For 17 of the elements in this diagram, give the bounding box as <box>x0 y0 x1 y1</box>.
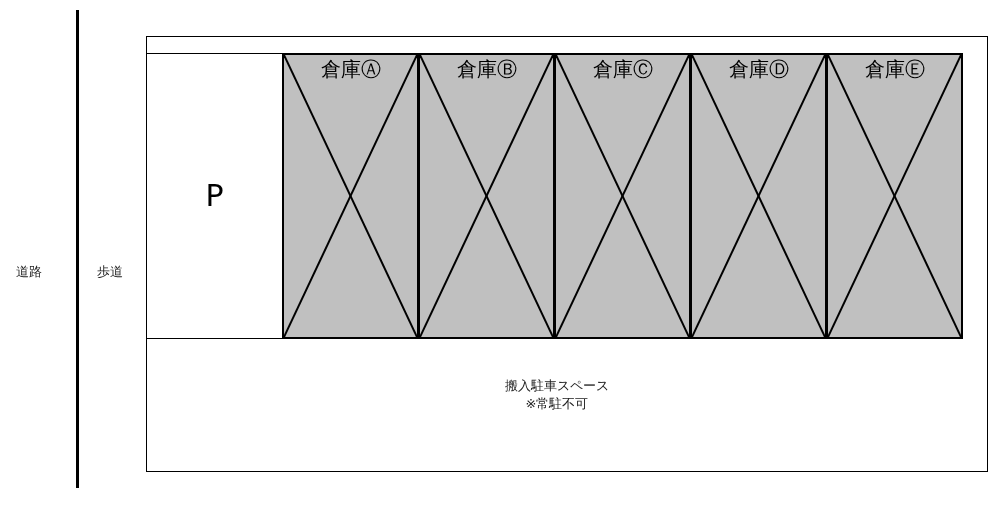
area-label: 搬入駐車スペース <box>505 377 609 395</box>
warehouse-label: 倉庫Ⓓ <box>727 56 790 82</box>
warehouse-label: 倉庫Ⓑ <box>455 56 518 82</box>
site-outline <box>146 36 988 472</box>
sidewalk-label: 歩道 <box>97 264 123 280</box>
road-label: 道路 <box>16 264 42 280</box>
warehouse-block <box>418 53 555 339</box>
warehouse-label: 倉庫Ⓐ <box>319 56 382 82</box>
parking-label: P <box>205 181 224 211</box>
warehouse-block <box>282 53 419 339</box>
warehouse-label: 倉庫Ⓔ <box>863 56 926 82</box>
warehouse-block <box>690 53 827 339</box>
warehouse-block <box>826 53 963 339</box>
note-text: ※常駐不可 <box>525 395 589 413</box>
parking-area <box>146 53 283 339</box>
warehouse-block <box>554 53 691 339</box>
warehouse-label: 倉庫Ⓒ <box>591 56 654 82</box>
